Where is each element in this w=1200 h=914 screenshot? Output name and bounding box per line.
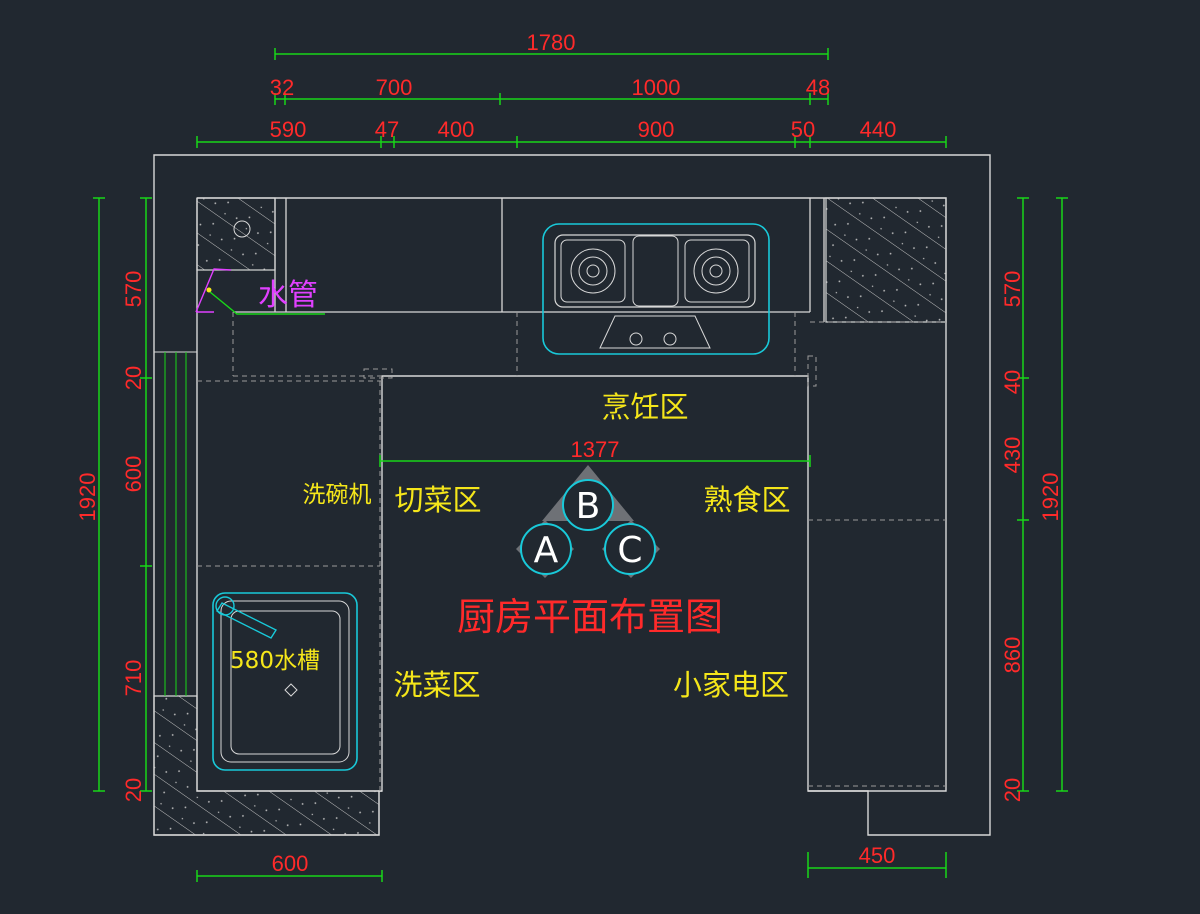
cooking-zone-label: 烹饪区	[601, 390, 688, 424]
dim-top-row3: 590	[270, 117, 307, 142]
dim-top-row3: 440	[860, 117, 897, 142]
dimension-ticks	[93, 48, 1068, 882]
dim-left-part: 570	[121, 271, 146, 308]
dim-bottom-left: 600	[272, 851, 309, 876]
dim-right-part: 430	[1000, 437, 1025, 474]
dim-left-part: 20	[121, 778, 146, 802]
work-triangle	[516, 465, 660, 578]
dim-right-part: 570	[1000, 271, 1025, 308]
plan-title: 厨房平面布置图	[457, 595, 723, 639]
dim-top-row2: 48	[806, 75, 830, 100]
upper-cabinets	[233, 198, 825, 322]
appliance-zone-label: 小家电区	[673, 668, 789, 702]
dishwasher-label: 洗碗机	[303, 482, 372, 508]
sink	[212, 592, 358, 771]
dim-left-part: 20	[121, 366, 146, 390]
dim-right-part: 20	[1000, 778, 1025, 802]
window	[153, 351, 198, 697]
dim-left-part: 600	[121, 456, 146, 493]
dim-right-part: 40	[1000, 370, 1025, 394]
gas-stove	[542, 223, 770, 355]
dim-top-row2: 700	[376, 75, 413, 100]
dim-top-row3: 47	[375, 117, 399, 142]
dim-left-total: 1920	[75, 473, 100, 522]
badge-a: A	[534, 530, 559, 571]
dim-top-row2: 32	[270, 75, 294, 100]
washing-zone-label: 洗菜区	[393, 668, 480, 702]
dim-top-total: 1780	[527, 30, 576, 55]
water-pipe-label: 水管	[258, 278, 318, 313]
sink-label: 580水槽	[230, 648, 320, 674]
dim-top-row3: 400	[438, 117, 475, 142]
cooked-food-zone-label: 熟食区	[703, 483, 790, 517]
badge-c: C	[617, 530, 642, 571]
water-pipe-marker	[195, 268, 325, 315]
chopping-zone-label: 切菜区	[394, 483, 481, 517]
dim-right-total: 1920	[1038, 473, 1063, 522]
base-cabinet-lines	[197, 312, 946, 791]
dimension-lines	[98, 53, 1063, 878]
dim-bottom-right: 450	[859, 843, 896, 868]
dim-top-row2: 1000	[632, 75, 681, 100]
dim-left-part: 710	[121, 660, 146, 697]
dim-right-part: 860	[1000, 637, 1025, 674]
dim-inner: 1377	[571, 437, 620, 462]
dim-top-row3: 900	[638, 117, 675, 142]
badge-b: B	[576, 486, 601, 527]
dim-top-row3: 50	[791, 117, 815, 142]
